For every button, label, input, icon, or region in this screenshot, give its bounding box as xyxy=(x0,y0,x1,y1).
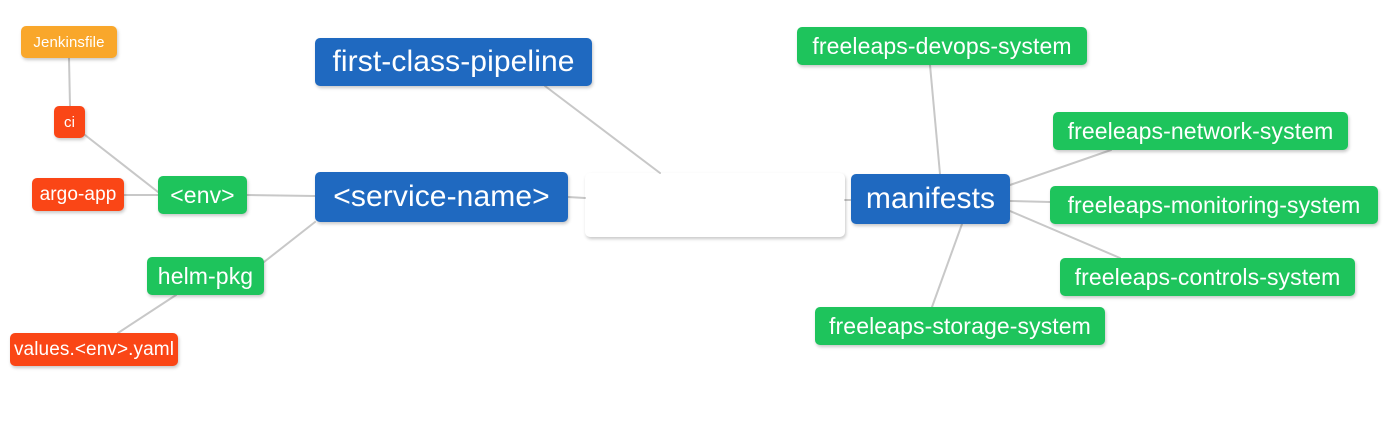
node-controls[interactable]: freeleaps-controls-system xyxy=(1060,258,1355,296)
edge-first-class-to-root xyxy=(544,85,661,174)
node-ci[interactable]: ci xyxy=(54,106,85,138)
node-first-class[interactable]: first-class-pipeline xyxy=(315,38,592,86)
node-argo-app[interactable]: argo-app xyxy=(32,178,124,211)
node-monitoring[interactable]: freeleaps-monitoring-system xyxy=(1050,186,1378,224)
node-jenkinsfile[interactable]: Jenkinsfile xyxy=(21,26,117,58)
edge-manifests-to-network xyxy=(1009,149,1112,186)
node-devops[interactable]: freeleaps-devops-system xyxy=(797,27,1087,65)
edge-service-name-to-root xyxy=(567,196,586,199)
node-root[interactable]: freeleaps-ops xyxy=(585,173,845,237)
edge-manifests-to-storage xyxy=(931,223,963,308)
node-service-name[interactable]: <service-name> xyxy=(315,172,568,222)
edge-env-to-service-name xyxy=(246,194,316,197)
node-manifests[interactable]: manifests xyxy=(851,174,1010,224)
edge-service-name-to-helm-pkg xyxy=(263,221,316,263)
node-env[interactable]: <env> xyxy=(158,176,247,214)
edge-helm-pkg-to-values-yaml xyxy=(117,294,177,334)
node-network[interactable]: freeleaps-network-system xyxy=(1053,112,1348,150)
node-storage[interactable]: freeleaps-storage-system xyxy=(815,307,1105,345)
edge-jenkinsfile-to-ci xyxy=(68,57,71,107)
edge-manifests-to-monitoring xyxy=(1009,200,1051,203)
node-helm-pkg[interactable]: helm-pkg xyxy=(147,257,264,295)
edge-manifests-to-devops xyxy=(929,64,941,175)
node-values-yaml[interactable]: values.<env>.yaml xyxy=(10,333,178,366)
